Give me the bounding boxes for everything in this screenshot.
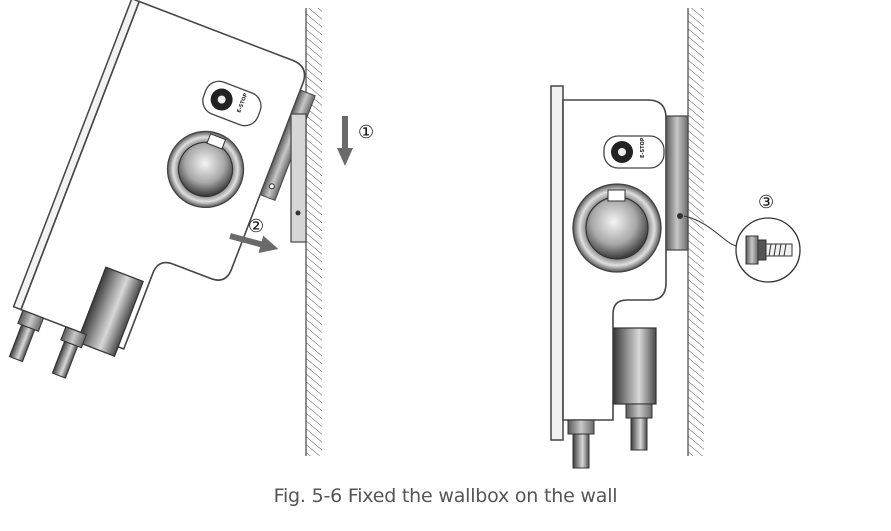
wallbox-mounted: E-STOP <box>550 85 689 469</box>
figure-caption: Fig. 5-6 Fixed the wallbox on the wall <box>273 485 618 507</box>
screw-callout <box>683 215 801 283</box>
screw-icon <box>745 235 793 265</box>
step-3-label: ③ <box>758 192 774 213</box>
cable-gland-icon <box>8 309 88 379</box>
wallbox-tilted: E-STOP <box>8 0 316 379</box>
left-wall <box>305 8 322 456</box>
estop-button-icon <box>210 88 233 111</box>
wall-bracket-left <box>290 113 307 243</box>
step-1-label: ① <box>358 122 374 143</box>
charging-socket-icon <box>572 183 662 273</box>
charging-socket-icon <box>166 130 245 209</box>
down-arrow-icon <box>337 116 353 166</box>
push-arrow-icon <box>229 233 279 253</box>
right-wall <box>687 8 704 456</box>
step-2-label: ② <box>248 216 264 237</box>
estop-label-right: E-STOP <box>640 137 646 158</box>
